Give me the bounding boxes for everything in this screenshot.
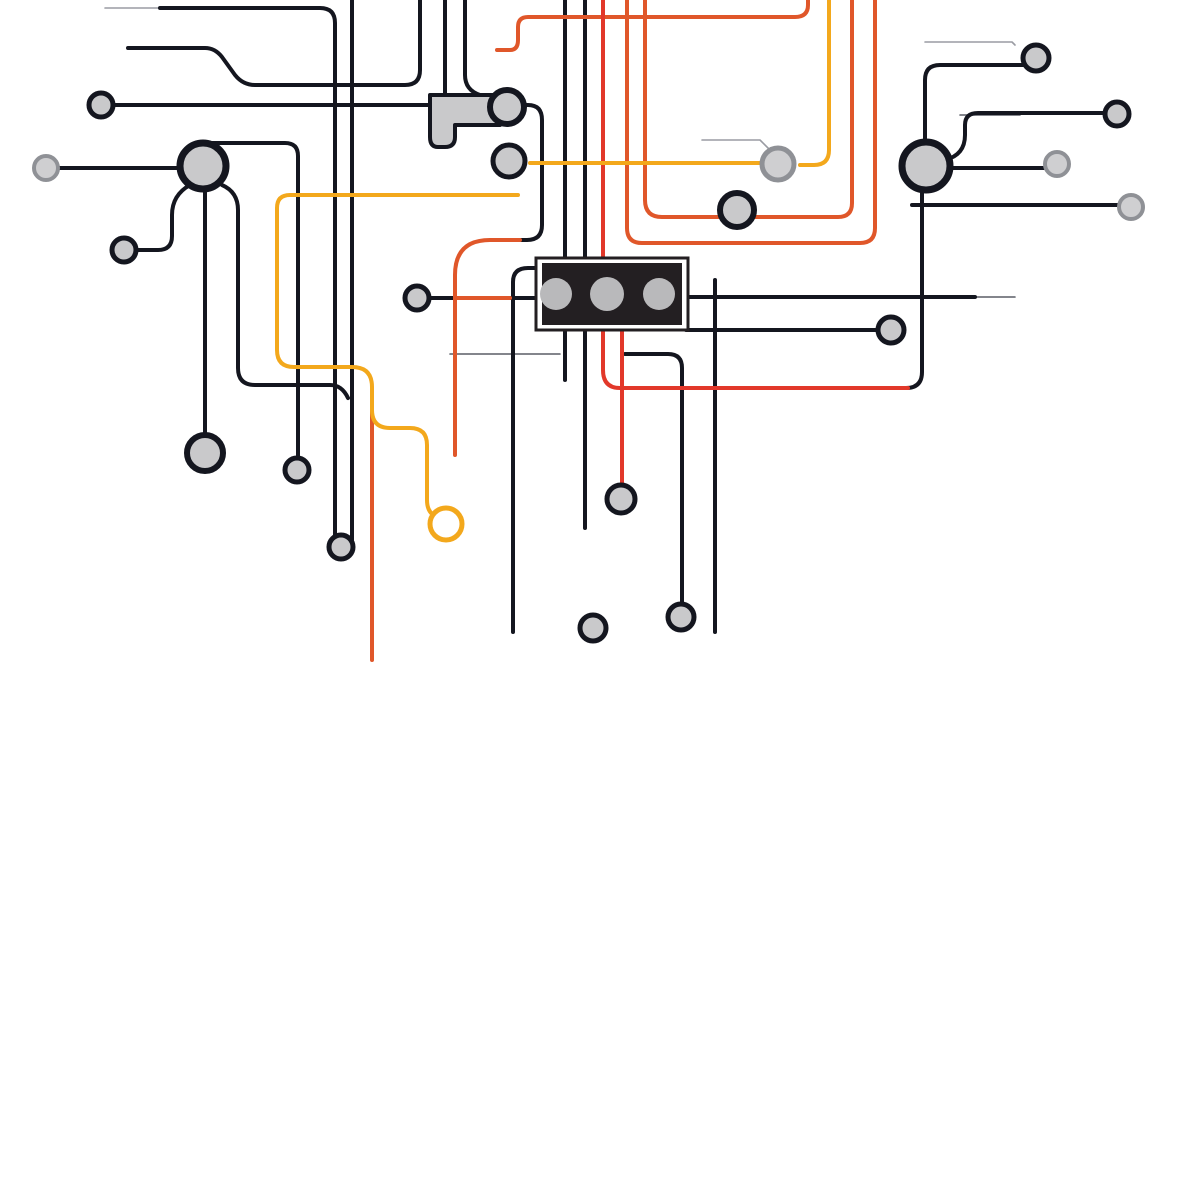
thin-trace-top-right bbox=[924, 41, 1016, 46]
thin-trace-mid-top bbox=[701, 139, 771, 151]
connector-block-icon bbox=[428, 93, 502, 149]
solder-pad-icon bbox=[184, 432, 226, 474]
solder-pad-icon bbox=[717, 190, 757, 230]
solder-pads bbox=[32, 42, 1145, 644]
orange-trace-5 bbox=[453, 238, 522, 457]
yellow-trace-3 bbox=[798, 0, 831, 167]
orange-trace-4 bbox=[601, 0, 910, 390]
solder-pad-icon bbox=[326, 532, 356, 562]
dark-trace-12 bbox=[508, 103, 544, 242]
dark-trace-25 bbox=[878, 188, 924, 390]
yellow-trace-1 bbox=[275, 193, 520, 520]
solder-pad-icon bbox=[604, 482, 638, 516]
chip-pin-right bbox=[643, 278, 675, 310]
solder-pad-icon bbox=[1020, 42, 1052, 74]
chip-pin-center bbox=[590, 277, 624, 311]
solder-pad-icon bbox=[176, 139, 230, 193]
solder-pad-icon bbox=[1043, 150, 1071, 178]
dark-trace-21 bbox=[923, 63, 1037, 147]
solder-pad-icon bbox=[577, 612, 609, 644]
dark-trace-2 bbox=[126, 0, 422, 87]
dark-trace-15 bbox=[511, 266, 542, 634]
solder-pad-icon bbox=[1117, 193, 1145, 221]
chip-pin-left bbox=[540, 278, 572, 310]
solder-pad-icon bbox=[1102, 99, 1132, 129]
dark-trace-1 bbox=[158, 6, 337, 537]
dark-trace-8 bbox=[208, 141, 300, 470]
solder-pad-icon bbox=[402, 283, 432, 313]
connector-body bbox=[428, 93, 502, 149]
orange-trace-1 bbox=[495, 0, 810, 52]
solder-pad-icon bbox=[282, 455, 312, 485]
dark-trace-11 bbox=[220, 183, 350, 400]
orange-trace-3 bbox=[643, 0, 854, 219]
solder-pad-icon bbox=[109, 235, 139, 265]
solder-pad-icon bbox=[665, 601, 697, 633]
solder-pad-icon bbox=[86, 90, 116, 120]
solder-pad-icon bbox=[32, 154, 60, 182]
solder-pad-icon bbox=[487, 87, 527, 127]
dark-trace-17 bbox=[623, 352, 684, 617]
dark-trace-22 bbox=[943, 111, 1117, 162]
solder-pad-icon bbox=[427, 505, 465, 543]
solder-pad-icon bbox=[759, 145, 797, 183]
integrated-circuit-chip-icon bbox=[534, 256, 690, 332]
dark-traces bbox=[44, 0, 1130, 634]
solder-pad-icon bbox=[490, 142, 528, 180]
yellow-trace-2 bbox=[528, 158, 781, 165]
solder-pad-icon bbox=[875, 314, 907, 346]
solder-pad-icon bbox=[898, 138, 954, 194]
dark-trace-10 bbox=[122, 183, 192, 252]
orange-trace-2 bbox=[625, 0, 877, 245]
